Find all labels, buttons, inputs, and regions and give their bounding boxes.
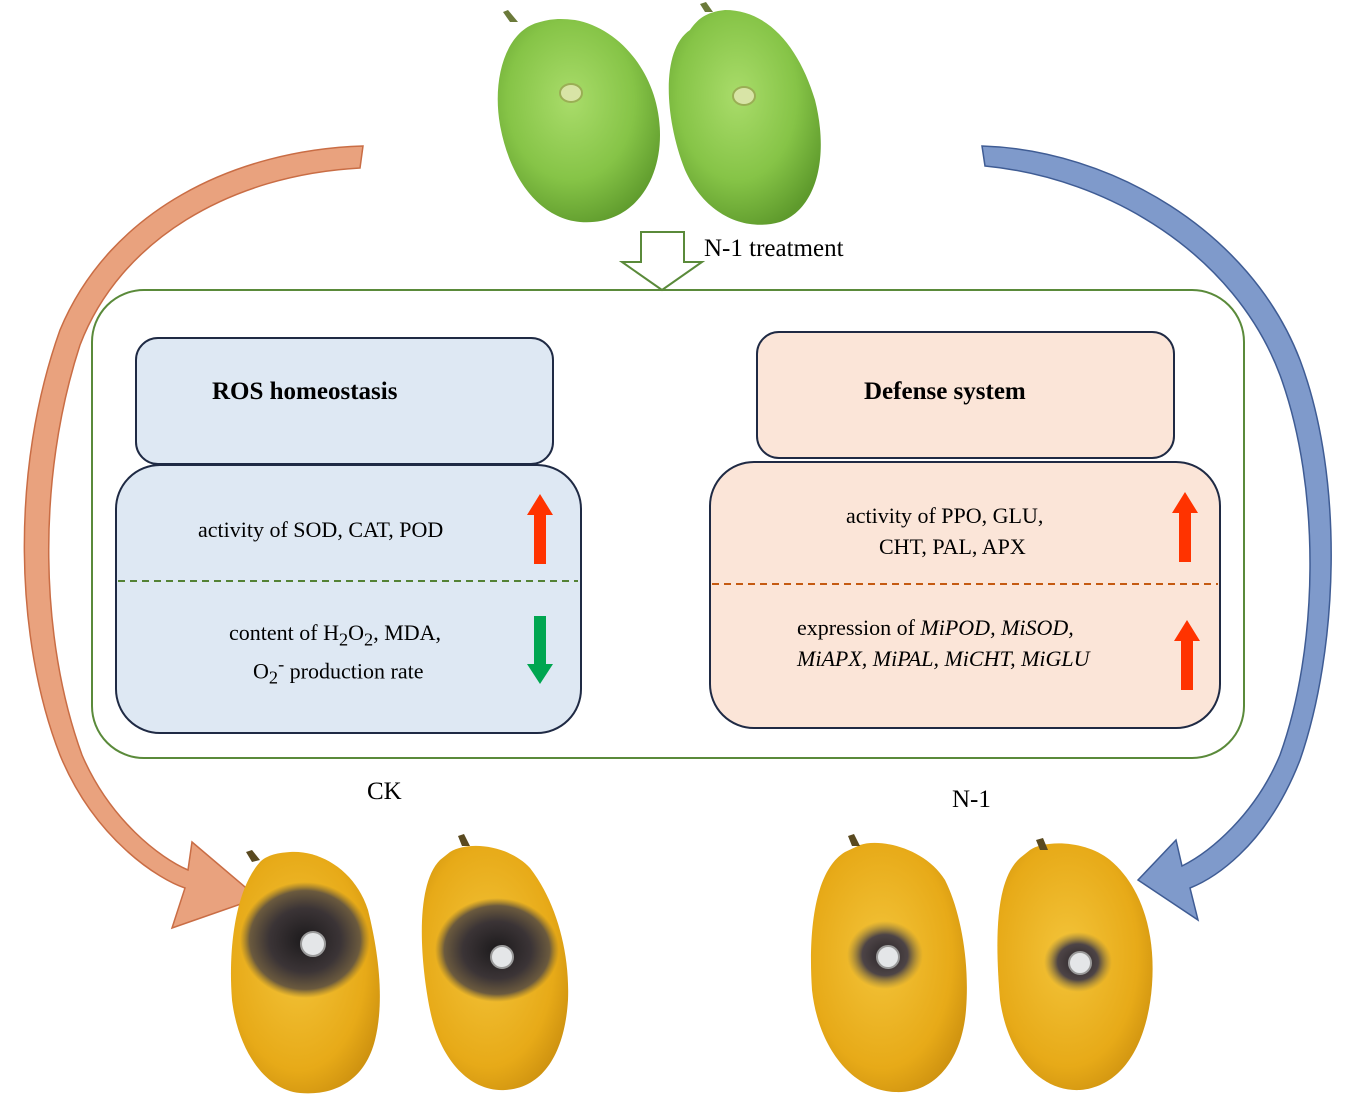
ros-row2-prefix: content of H bbox=[229, 620, 339, 645]
ros-title: ROS homeostasis bbox=[212, 378, 398, 405]
ck-curve-arrow bbox=[23, 145, 364, 930]
ros-row3-sub: 2 bbox=[268, 667, 279, 688]
defense-row1-line2: CHT, PAL, APX bbox=[879, 534, 1026, 559]
ros-row3-o: O bbox=[253, 658, 269, 684]
n1-mango-right bbox=[997, 838, 1153, 1091]
defense-row2-prefix: expression of bbox=[797, 615, 921, 640]
treatment-label: N-1 treatment bbox=[704, 235, 844, 262]
defense-row2-genes1: MiPOD, MiSOD, bbox=[920, 615, 1074, 640]
ros-row2-sub2: 2 bbox=[364, 629, 374, 650]
green-mango-left bbox=[497, 10, 660, 223]
ros-row3-suffix: production rate bbox=[284, 658, 424, 684]
ck-mango-right bbox=[421, 834, 569, 1091]
ros-row2-sub1: 2 bbox=[338, 629, 349, 650]
ros-row2-down-arrow bbox=[527, 616, 553, 684]
defense-row1-line1: activity of PPO, GLU, bbox=[846, 503, 1044, 528]
ros-row2-suffix: , MDA, bbox=[373, 620, 442, 645]
ros-row2-text: content of H2O2, MDA, bbox=[229, 617, 441, 655]
n1-label: N-1 bbox=[952, 786, 991, 813]
ck-label: CK bbox=[367, 778, 402, 805]
n1-curve-arrow bbox=[981, 145, 1332, 922]
ros-row1-up-arrow bbox=[527, 494, 553, 564]
defense-body-box bbox=[709, 461, 1221, 729]
green-mango-right bbox=[668, 2, 821, 225]
outer-frame bbox=[91, 289, 1245, 759]
defense-row2-line1: expression of MiPOD, MiSOD, bbox=[797, 612, 1074, 643]
defense-row2-line2: MiAPX, MiPAL, MiCHT, MiGLU bbox=[797, 646, 1090, 671]
ros-row3-text: O2- production rate bbox=[253, 649, 423, 694]
ros-row1-text: activity of SOD, CAT, POD bbox=[198, 517, 444, 542]
treatment-down-arrow bbox=[618, 231, 706, 292]
ck-mango-left bbox=[230, 850, 380, 1094]
defense-row2-up-arrow bbox=[1174, 620, 1200, 690]
ros-row3-sup: - bbox=[278, 654, 285, 674]
defense-title-box bbox=[756, 331, 1175, 459]
defense-row1-up-arrow bbox=[1172, 492, 1198, 562]
n1-mango-left bbox=[810, 834, 967, 1093]
defense-title: Defense system bbox=[864, 378, 1026, 405]
ros-row2-o: O bbox=[348, 620, 365, 645]
ros-body-box bbox=[115, 464, 582, 734]
